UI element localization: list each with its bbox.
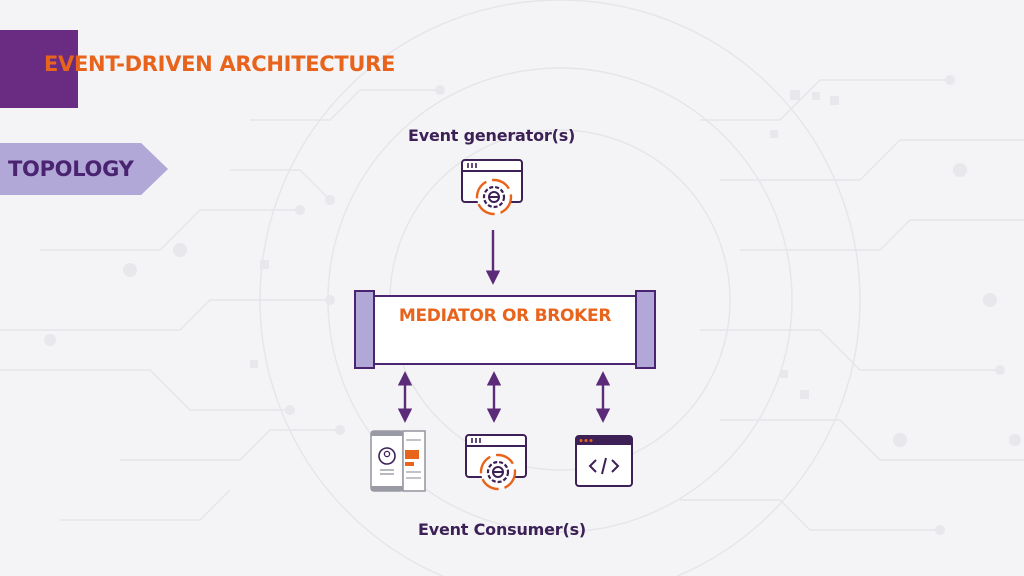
slide-title: EVENT-DRIVEN ARCHITECTURE: [44, 52, 396, 76]
accent-block: [0, 30, 78, 108]
mobile-app-icon: [370, 430, 426, 492]
broker-label: MEDIATOR OR BROKER: [398, 306, 612, 326]
consumer-gear-window-icon: [464, 433, 528, 491]
broker-box: [354, 290, 656, 369]
event-consumer-label: Event Consumer(s): [418, 520, 587, 539]
event-generator-label: Event generator(s): [408, 126, 576, 145]
code-window-icon: [575, 435, 633, 487]
section-tab: TOPOLOGY: [0, 143, 168, 195]
event-generator-icon: [460, 158, 524, 216]
section-tab-label: TOPOLOGY: [8, 157, 134, 181]
